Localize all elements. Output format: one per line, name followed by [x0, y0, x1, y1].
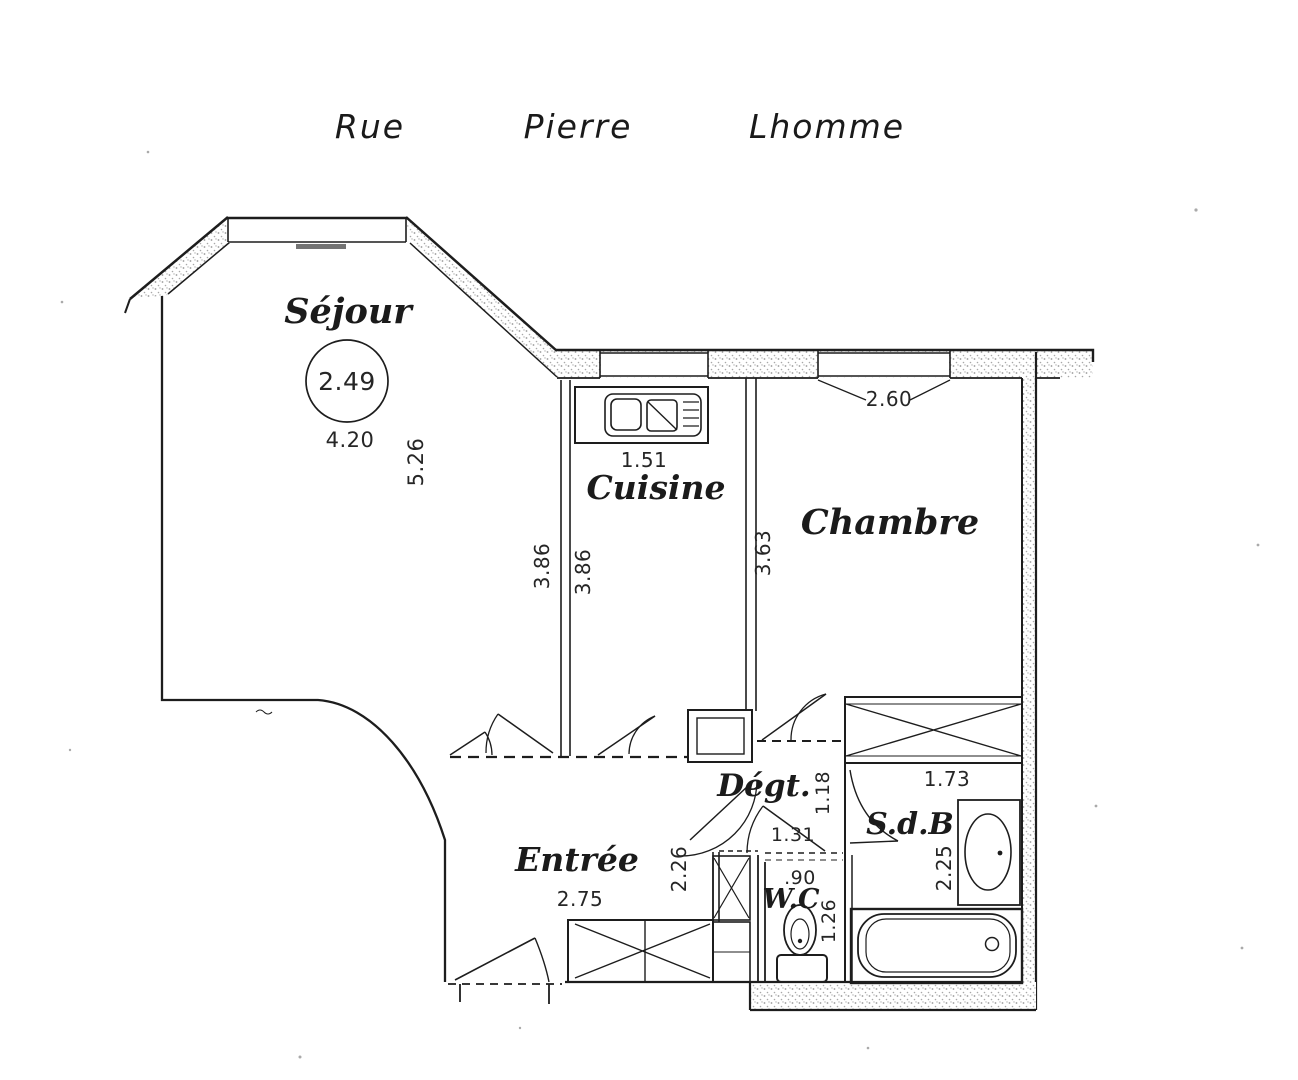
dim-cuisine-width: 1.51 [621, 448, 668, 472]
duct-shaft [687, 709, 753, 763]
window-frame [227, 218, 407, 243]
closet-entree [567, 919, 714, 983]
window-sejour [227, 216, 407, 249]
closets [567, 696, 1023, 983]
duct-shaft-inner [696, 717, 745, 755]
sejour-entree-wall [160, 296, 447, 982]
dim-wc-width: .90 [784, 867, 816, 889]
window-cuisine [599, 350, 709, 378]
kitchen-sink [574, 386, 709, 444]
dim-chambre-depth: 3.63 [751, 530, 775, 577]
ceiling-height-circle [305, 339, 389, 423]
scan-squiggle [255, 709, 273, 715]
scan-noise [60, 150, 1260, 1059]
wall-cuisine-chambre [745, 378, 757, 711]
left-wall-stub [124, 298, 131, 314]
bathtub [849, 907, 1024, 985]
top-wall-outer-line [555, 348, 1095, 362]
right-diagonal-wall-band [406, 217, 557, 378]
window-glass [601, 352, 708, 377]
room-label-sejour: Séjour [284, 291, 414, 332]
window-frame [599, 350, 709, 378]
wall-sejour-cuisine [560, 380, 571, 756]
room-label-chambre: Chambre [801, 502, 979, 543]
dim-sejour-wall: 3.86 [530, 543, 554, 590]
window-dim-callout [817, 379, 951, 401]
door-sdb [849, 769, 899, 844]
bottom-wall-band [750, 982, 1036, 1010]
dim-degt-width: 1.31 [771, 824, 815, 846]
door-sejour-double [449, 713, 554, 756]
room-label-entree: Entrée [514, 840, 639, 879]
left-diagonal-inner [167, 241, 231, 295]
fixtures [574, 386, 1024, 985]
dim-entree-depth: 2.26 [667, 846, 691, 893]
wall-wc-left [757, 855, 766, 982]
window-chambre: 2.60 [817, 350, 951, 411]
closet-chambre [844, 696, 1023, 764]
dim-chambre-window: 2.60 [866, 387, 913, 411]
toilet [776, 904, 828, 983]
right-diagonal-outer [405, 216, 558, 352]
doors [448, 693, 899, 1004]
right-wall-band [1022, 352, 1036, 1010]
window-glass [819, 352, 949, 377]
room-label-sdb: S.d.B [866, 807, 954, 842]
dim-wc-depth: 1.26 [818, 899, 840, 943]
street-title: Rue Pierre Lhomme [335, 107, 905, 146]
dim-cuisine-depth: 3.86 [571, 549, 595, 596]
window-glass [228, 216, 406, 243]
windows: 2.60 [227, 216, 951, 411]
dim-sejour-depth: 5.26 [404, 438, 428, 487]
closet-small [712, 855, 751, 983]
dim-degt-depth: 1.18 [812, 771, 834, 815]
door-wc-lobby [746, 805, 826, 854]
room-label-wc: W.C [762, 884, 820, 915]
street-word-1: Rue [335, 107, 405, 146]
room-label-cuisine: Cuisine [587, 468, 726, 507]
dim-chambre-closet: 1.73 [924, 767, 971, 791]
window-sill-mark [296, 244, 346, 249]
washbasin [957, 799, 1021, 906]
exterior-walls [124, 216, 1095, 1012]
left-diagonal-outer [129, 216, 229, 300]
street-word-2: Pierre [524, 107, 633, 146]
dim-entree-width: 2.75 [557, 887, 604, 911]
right-diagonal-inner [409, 242, 558, 378]
window-frame [817, 350, 951, 378]
door-cuisine [597, 715, 656, 756]
dim-sejour-width: 4.20 [326, 428, 375, 452]
labels: Séjour 2.49 4.20 5.26 3.86 1.51 Cuisine … [284, 291, 979, 943]
door-entree-degt [680, 779, 758, 857]
bathtub-drain [984, 936, 1000, 952]
dim-sejour-ceiling: 2.49 [318, 367, 376, 396]
door-apartment-entry [448, 937, 562, 1004]
dim-sdb-depth: 2.25 [932, 845, 956, 892]
bottom-wall-outer-line [748, 982, 1036, 1012]
room-label-degt: Dégt. [716, 768, 810, 804]
door-chambre [761, 693, 827, 741]
interior-walls [255, 378, 853, 982]
street-word-3: Lhomme [749, 107, 905, 146]
